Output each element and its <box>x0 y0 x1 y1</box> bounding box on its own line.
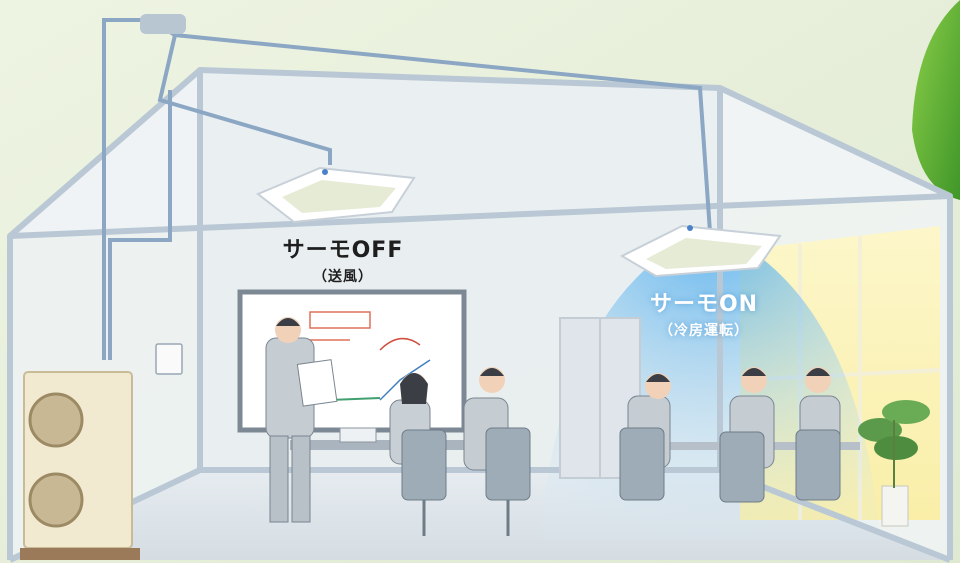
ac-unit-off <box>256 166 416 224</box>
thermo-on-label: サーモON （冷房運転） <box>624 286 784 340</box>
ac-unit-on <box>619 224 782 278</box>
green-badge <box>912 0 960 200</box>
thermo-on-mode: （冷房運転） <box>659 323 749 339</box>
wall-controller <box>155 343 183 375</box>
thermo-off-title: サーモOFF <box>282 238 404 263</box>
left-meeting-group <box>265 317 531 536</box>
pipe-junction <box>140 14 186 34</box>
right-meeting-group <box>619 367 860 503</box>
thermo-off-label: サーモOFF （送風） <box>268 232 418 286</box>
thermo-off-mode: （送風） <box>313 269 373 285</box>
potted-plant <box>858 400 930 527</box>
thermo-on-title: サーモON <box>649 292 759 317</box>
outdoor-unit <box>20 371 140 560</box>
